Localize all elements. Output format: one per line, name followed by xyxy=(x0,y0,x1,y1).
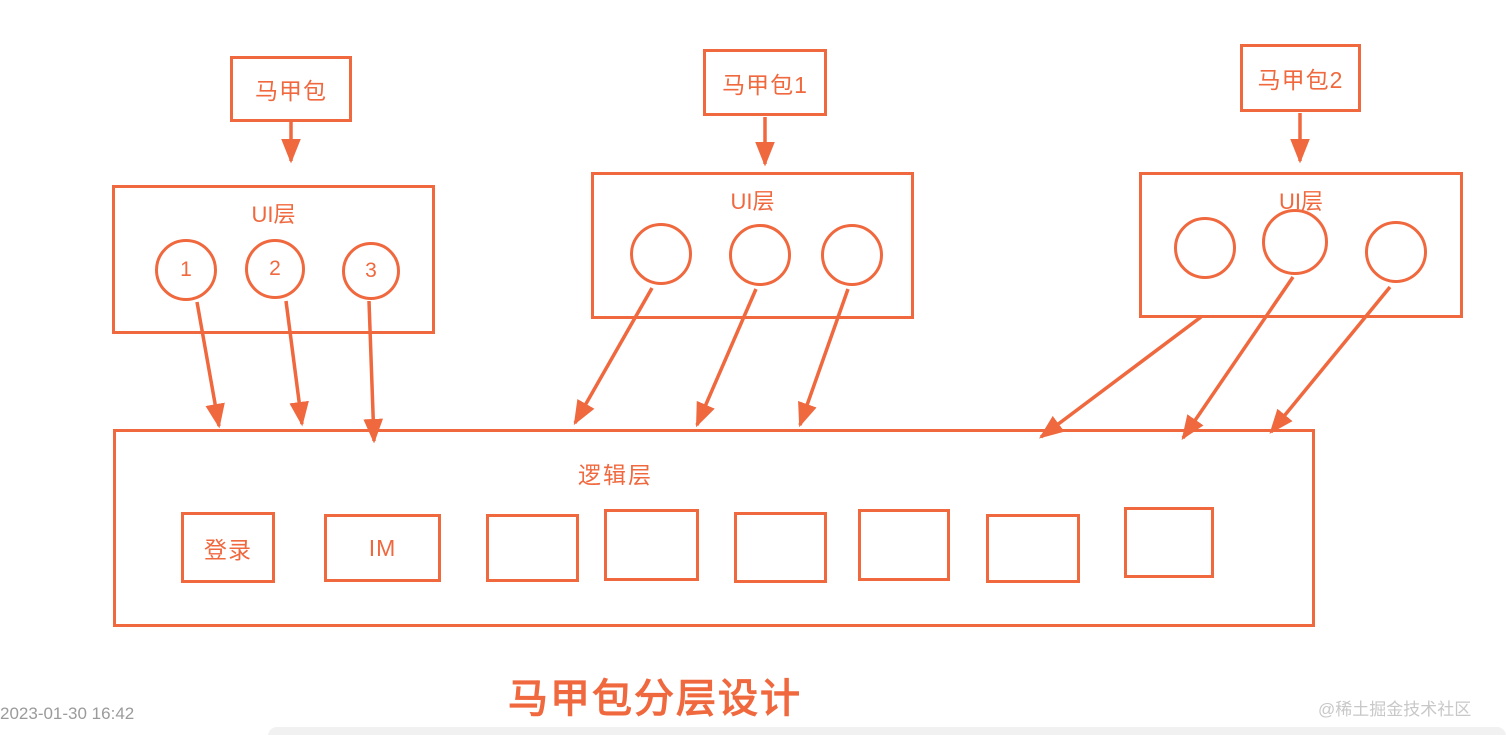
ui-page-circle: 1 xyxy=(155,239,217,301)
ui-page-circle xyxy=(1174,217,1236,279)
logic-module-empty xyxy=(486,514,579,582)
vest-app-label: 马甲包1 xyxy=(722,71,808,98)
vest-app-node-1: 马甲包 xyxy=(230,56,352,122)
ui-page-circle xyxy=(1365,221,1427,283)
ui-page-circle: 3 xyxy=(342,242,400,300)
logic-module-empty xyxy=(734,512,827,583)
ui-layer-box-1: UI层 xyxy=(112,185,435,334)
logic-layer-box xyxy=(113,429,1315,627)
ui-layer-label: UI层 xyxy=(730,189,775,214)
circle-label: 2 xyxy=(269,257,281,280)
ui-layer-box-2: UI层 xyxy=(591,172,914,319)
ui-page-circle xyxy=(729,224,791,286)
vest-app-label: 马甲包 xyxy=(255,78,327,104)
timestamp: 2023-01-30 16:42 xyxy=(0,704,135,723)
logic-module-empty xyxy=(1124,507,1214,578)
logic-module-login: 登录 xyxy=(181,512,275,583)
logic-module-empty xyxy=(604,509,699,581)
diagram-title: 马甲包分层设计 xyxy=(508,677,802,721)
ui-page-circle xyxy=(630,223,692,285)
ui-layer-label: UI层 xyxy=(251,202,296,227)
watermark: @稀土掘金技术社区 xyxy=(1318,700,1472,719)
logic-module-empty xyxy=(986,514,1080,583)
ui-page-circle xyxy=(821,224,883,286)
bottom-card-edge xyxy=(268,727,1506,735)
module-label: 登录 xyxy=(204,536,252,563)
logic-layer-label: 逻辑层 xyxy=(578,462,653,488)
circle-label: 1 xyxy=(180,258,192,281)
arrow-ui3-c1-to-logic xyxy=(1039,315,1203,439)
ui-page-circle: 2 xyxy=(245,239,305,299)
module-label: IM xyxy=(368,534,397,561)
circle-label: 3 xyxy=(365,259,377,282)
logic-module-empty xyxy=(858,509,950,581)
vest-app-node-2: 马甲包1 xyxy=(703,49,827,116)
logic-module-im: IM xyxy=(324,514,441,582)
vest-app-node-3: 马甲包2 xyxy=(1240,44,1361,112)
ui-page-circle xyxy=(1262,209,1328,275)
vest-app-label: 马甲包2 xyxy=(1257,67,1344,93)
